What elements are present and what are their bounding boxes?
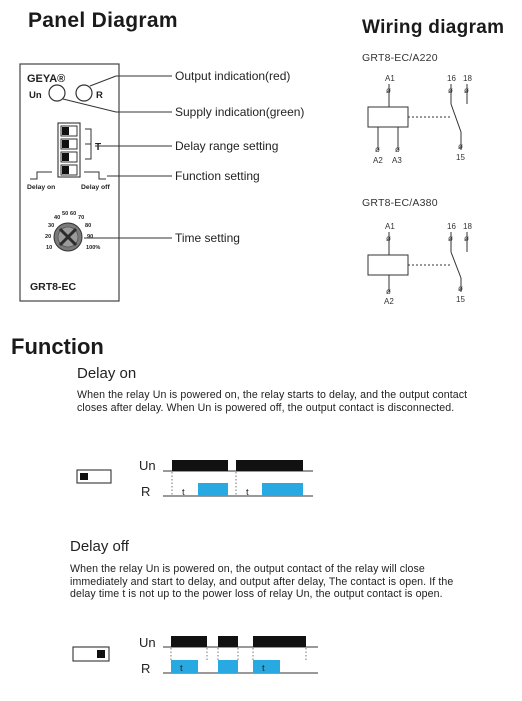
wiring-diagram-a380: A1 16 18 A2 15 ø ø ø ø ø	[367, 222, 472, 306]
delay-on-title: Delay on	[77, 365, 137, 382]
wiring-model-a380: GRT8-EC/A380	[362, 197, 438, 209]
output-led-icon	[75, 84, 93, 102]
delay-on-waveform-icon	[30, 171, 52, 180]
delay-off-switch-label: Delay off	[81, 184, 110, 191]
delay-off-un-pulse	[218, 636, 238, 647]
svg-text:ø: ø	[458, 142, 463, 151]
dial-mark: 40	[54, 215, 60, 221]
delay-on-description: When the relay Un is powered on, the rel…	[77, 389, 468, 414]
delay-off-timing-chart: Un R t t	[72, 635, 318, 676]
delay-on-un-label: Un	[139, 458, 156, 473]
wiring-diagram-title: Wiring diagram	[362, 17, 505, 38]
callout-function-setting: Function setting	[175, 169, 260, 183]
delay-off-un-pulse	[253, 636, 306, 647]
delay-off-un-label: Un	[139, 635, 156, 650]
device-model-label: GRT8-EC	[30, 281, 77, 293]
dial-mark: 30	[48, 223, 54, 229]
dial-mark: 10	[46, 245, 52, 251]
dial-mark: 90	[87, 234, 93, 240]
delay-on-r-pulse	[198, 483, 228, 496]
delay-off-un-pulse	[171, 636, 207, 647]
svg-text:ø: ø	[448, 234, 453, 243]
svg-text:ø: ø	[375, 145, 380, 154]
delay-on-r-pulse	[262, 483, 303, 496]
svg-text:ø: ø	[386, 234, 391, 243]
callout-supply-indication: Supply indication(green)	[175, 105, 304, 119]
delay-on-t-label: t	[246, 487, 249, 498]
delay-off-r-pulse	[218, 660, 238, 673]
terminal-a3: A3	[392, 156, 402, 165]
t-range-label: T	[95, 142, 101, 153]
delay-off-t-label: t	[180, 663, 183, 674]
brand-logo: GEYA®	[27, 73, 65, 85]
callout-delay-range: Delay range setting	[175, 139, 278, 153]
terminal-15: 15	[456, 295, 465, 304]
delay-off-t-label: t	[262, 663, 265, 674]
terminal-16: 16	[447, 74, 456, 83]
delay-on-un-pulse	[172, 460, 228, 471]
svg-text:ø: ø	[448, 86, 453, 95]
delay-off-r-pulse	[253, 660, 280, 673]
device-panel	[19, 63, 120, 302]
callout-time-setting: Time setting	[175, 231, 240, 245]
panel-diagram-title: Panel Diagram	[28, 9, 178, 32]
dial-mark: 80	[85, 223, 91, 229]
terminal-a2: A2	[373, 156, 383, 165]
led-r-label: R	[96, 90, 103, 101]
terminal-18: 18	[463, 222, 472, 231]
delay-off-title: Delay off	[70, 538, 129, 555]
wiring-model-a220: GRT8-EC/A220	[362, 52, 438, 64]
delay-off-waveform-icon	[84, 171, 106, 180]
wiring-diagram-a220: A1 16 18 A2 A3 15 ø ø ø ø ø ø	[367, 74, 472, 165]
wiring-diagrams: A1 16 18 A2 A3 15 ø ø ø ø ø ø A1 16 18	[367, 74, 472, 306]
panel-diagram: GEYA® Un R T Delay on Delay off 10 20 30…	[19, 63, 304, 302]
dial-mark: 50	[62, 211, 68, 217]
terminal-18: 18	[463, 74, 472, 83]
terminal-a1: A1	[385, 74, 395, 83]
svg-text:ø: ø	[464, 234, 469, 243]
delay-on-switch-label: Delay on	[27, 184, 55, 191]
delay-off-description: When the relay Un is powered on, the out…	[70, 563, 454, 601]
delay-off-r-pulse	[171, 660, 198, 673]
supply-led-icon	[48, 84, 66, 102]
callout-output-indication: Output indication(red)	[175, 69, 290, 83]
delay-on-un-pulse	[236, 460, 303, 471]
svg-text:ø: ø	[395, 145, 400, 154]
dial-mark: 20	[45, 234, 51, 240]
svg-text:ø: ø	[464, 86, 469, 95]
terminal-16: 16	[447, 222, 456, 231]
delay-on-t-label: t	[182, 487, 185, 498]
dial-scale-marks: 10 20 30 40 50 60 70 80 90 100%	[45, 211, 100, 251]
delay-on-timing-chart: Un R t t	[76, 458, 313, 499]
function-section-title: Function	[11, 334, 104, 359]
time-setting-dial	[53, 222, 83, 252]
terminal-a2: A2	[384, 297, 394, 306]
dial-mark: 60	[70, 211, 76, 217]
svg-text:ø: ø	[458, 284, 463, 293]
dial-mark: 70	[78, 215, 84, 221]
delay-range-dip-switch	[57, 122, 81, 178]
delay-on-r-label: R	[141, 484, 150, 499]
svg-text:ø: ø	[386, 86, 391, 95]
delay-off-r-label: R	[141, 661, 150, 676]
terminal-a1: A1	[385, 222, 395, 231]
terminal-15: 15	[456, 153, 465, 162]
svg-text:ø: ø	[386, 287, 391, 296]
led-un-label: Un	[29, 90, 42, 101]
dial-mark: 100%	[86, 245, 100, 251]
